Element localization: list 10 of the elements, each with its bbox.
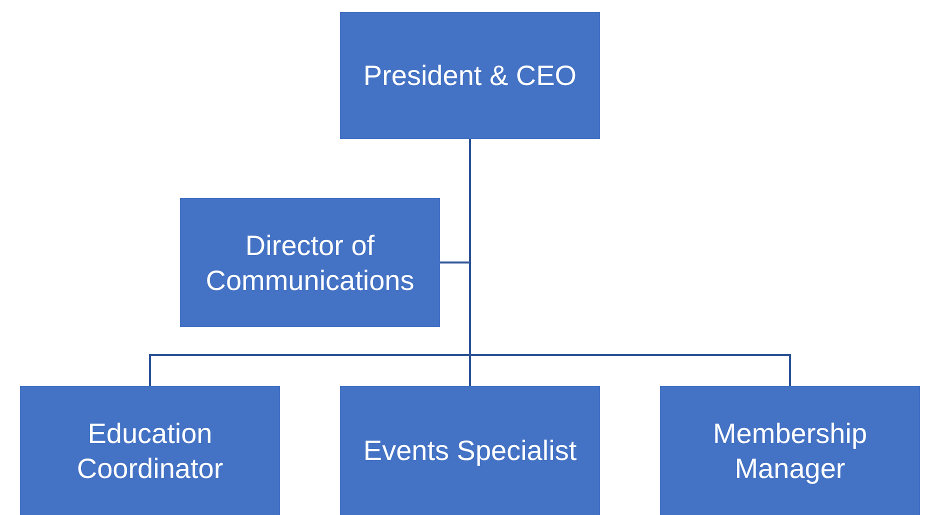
- role-title: Director of Communications: [204, 228, 416, 298]
- role-box: [340, 12, 600, 139]
- role-box: [20, 386, 280, 515]
- role-title: President & CEO: [363, 59, 577, 93]
- role-box: [660, 386, 920, 515]
- role-title: Events Specialist: [363, 434, 577, 468]
- role-title: Education Coordinator: [76, 416, 224, 486]
- role-title: Membership Manager: [712, 416, 868, 486]
- role-box: [340, 386, 600, 515]
- role-box: [180, 198, 440, 327]
